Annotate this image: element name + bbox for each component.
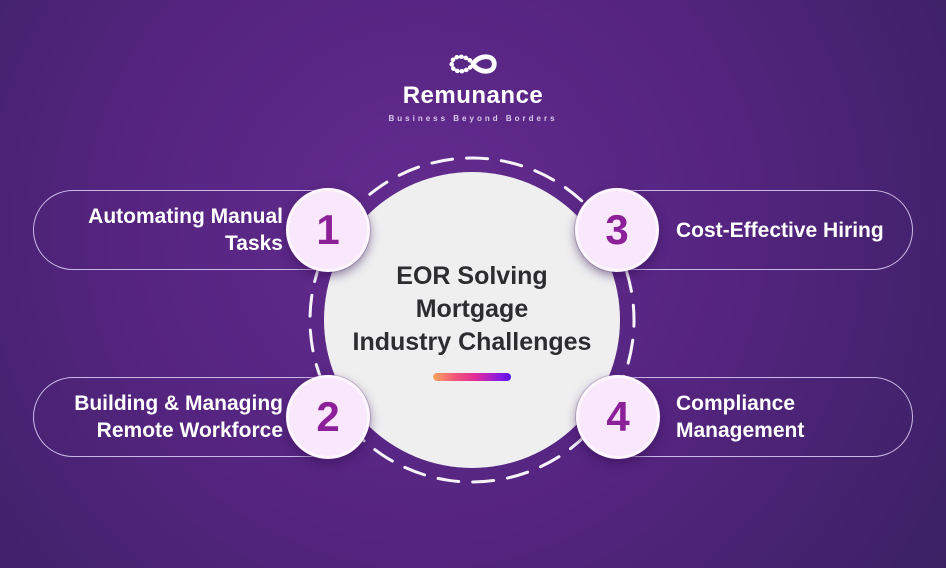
center-title: EOR Solving Mortgage Industry Challenges bbox=[353, 260, 592, 359]
brand-tagline: Business Beyond Borders bbox=[388, 114, 558, 123]
item-number-badge-2: 2 bbox=[286, 375, 370, 459]
item-pill-compliance-management: Compliance Management bbox=[576, 377, 913, 457]
brand-name: Remunance bbox=[402, 82, 544, 109]
item-number-badge-3: 3 bbox=[575, 188, 659, 272]
item-number: 2 bbox=[316, 393, 340, 440]
item-label: Building & Managing Remote Workforce bbox=[74, 392, 283, 442]
item-number: 3 bbox=[605, 206, 629, 253]
gradient-underline bbox=[433, 372, 511, 381]
item-number: 1 bbox=[316, 206, 340, 253]
logo: Remunance Business Beyond Borders bbox=[0, 48, 946, 123]
item-label: Cost-Effective Hiring bbox=[676, 218, 884, 242]
center-circle: EOR Solving Mortgage Industry Challenges bbox=[324, 172, 620, 468]
item-number-badge-1: 1 bbox=[286, 188, 370, 272]
item-label: Automating Manual Tasks bbox=[88, 205, 283, 255]
center-title-line-2: Mortgage bbox=[415, 294, 529, 323]
item-pill-building-managing-remote-workforce: Building & Managing Remote Workforce bbox=[33, 377, 370, 457]
item-label: Compliance Management bbox=[676, 392, 805, 442]
item-number: 4 bbox=[606, 393, 630, 440]
center-title-line-3: Industry Challenges bbox=[352, 327, 592, 356]
infinity-icon bbox=[449, 54, 497, 74]
center-title-line-1: EOR Solving bbox=[396, 261, 548, 290]
item-number-badge-4: 4 bbox=[576, 375, 660, 459]
